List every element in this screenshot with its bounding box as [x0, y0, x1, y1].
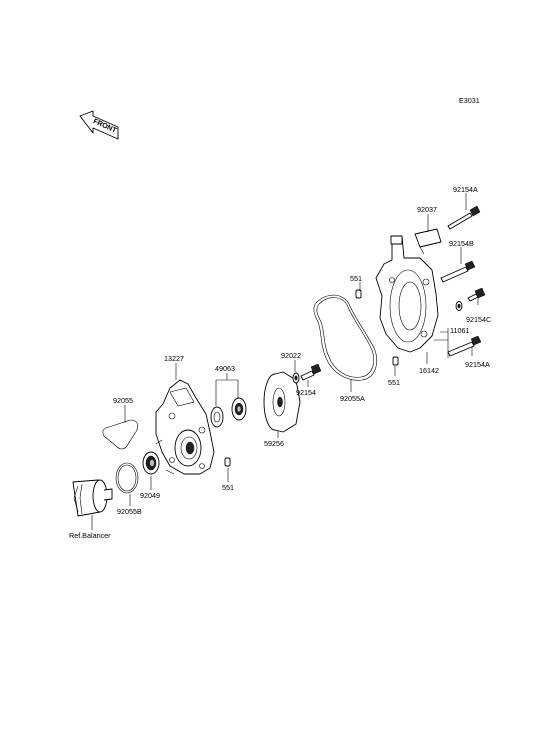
label-59256: 59256	[264, 439, 284, 448]
bolt-92154A-top	[447, 205, 481, 230]
bolt-92154C	[467, 287, 486, 302]
impeller-59256	[263, 371, 301, 433]
label-92055B: 92055B	[117, 507, 142, 516]
label-92154A-bottom: 92154A	[465, 360, 490, 369]
dowel-pin-551-right	[392, 356, 399, 366]
label-551-top: 551	[350, 274, 362, 283]
label-13227: 13227	[164, 354, 184, 363]
bracket-92037	[414, 228, 442, 255]
label-92154C: 92154C	[466, 315, 491, 324]
label-92154A-top: 92154A	[453, 185, 478, 194]
label-92154B: 92154B	[449, 239, 474, 248]
label-551-right: 551	[388, 378, 400, 387]
oil-seal-92049	[142, 451, 160, 475]
label-92022: 92022	[281, 351, 301, 360]
label-92037: 92037	[417, 205, 437, 214]
dowel-pin-551-bottom	[224, 457, 231, 467]
bolt-92154B	[440, 260, 476, 283]
o-ring-92055	[102, 419, 138, 450]
pump-body-13227	[155, 379, 215, 475]
bolt-92154	[300, 363, 322, 381]
balancer-shaft	[72, 479, 113, 517]
washer-11061	[455, 301, 463, 311]
label-551-bottom: 551	[222, 483, 234, 492]
washer-92022	[292, 372, 300, 384]
leader-lines	[91, 193, 479, 530]
label-92055A: 92055A	[340, 394, 365, 403]
bolt-92154A-bottom	[447, 335, 482, 357]
label-11061: 11061	[450, 326, 469, 335]
label-92154: 92154	[296, 388, 316, 397]
front-arrow-icon: FRONT	[79, 110, 119, 140]
label-92049: 92049	[140, 491, 160, 500]
pump-cover-16142	[375, 235, 439, 353]
label-ref-balancer: Ref.Balancer	[69, 531, 111, 540]
label-92055: 92055	[113, 396, 133, 405]
seal-49063	[210, 397, 247, 428]
dowel-pin-551-top	[355, 289, 362, 299]
label-16142: 16142	[419, 366, 439, 375]
diagram-code: E3031	[459, 96, 480, 105]
gasket-92055A	[313, 294, 377, 381]
label-49063: 49063	[215, 364, 235, 373]
o-ring-92055B	[115, 462, 139, 494]
